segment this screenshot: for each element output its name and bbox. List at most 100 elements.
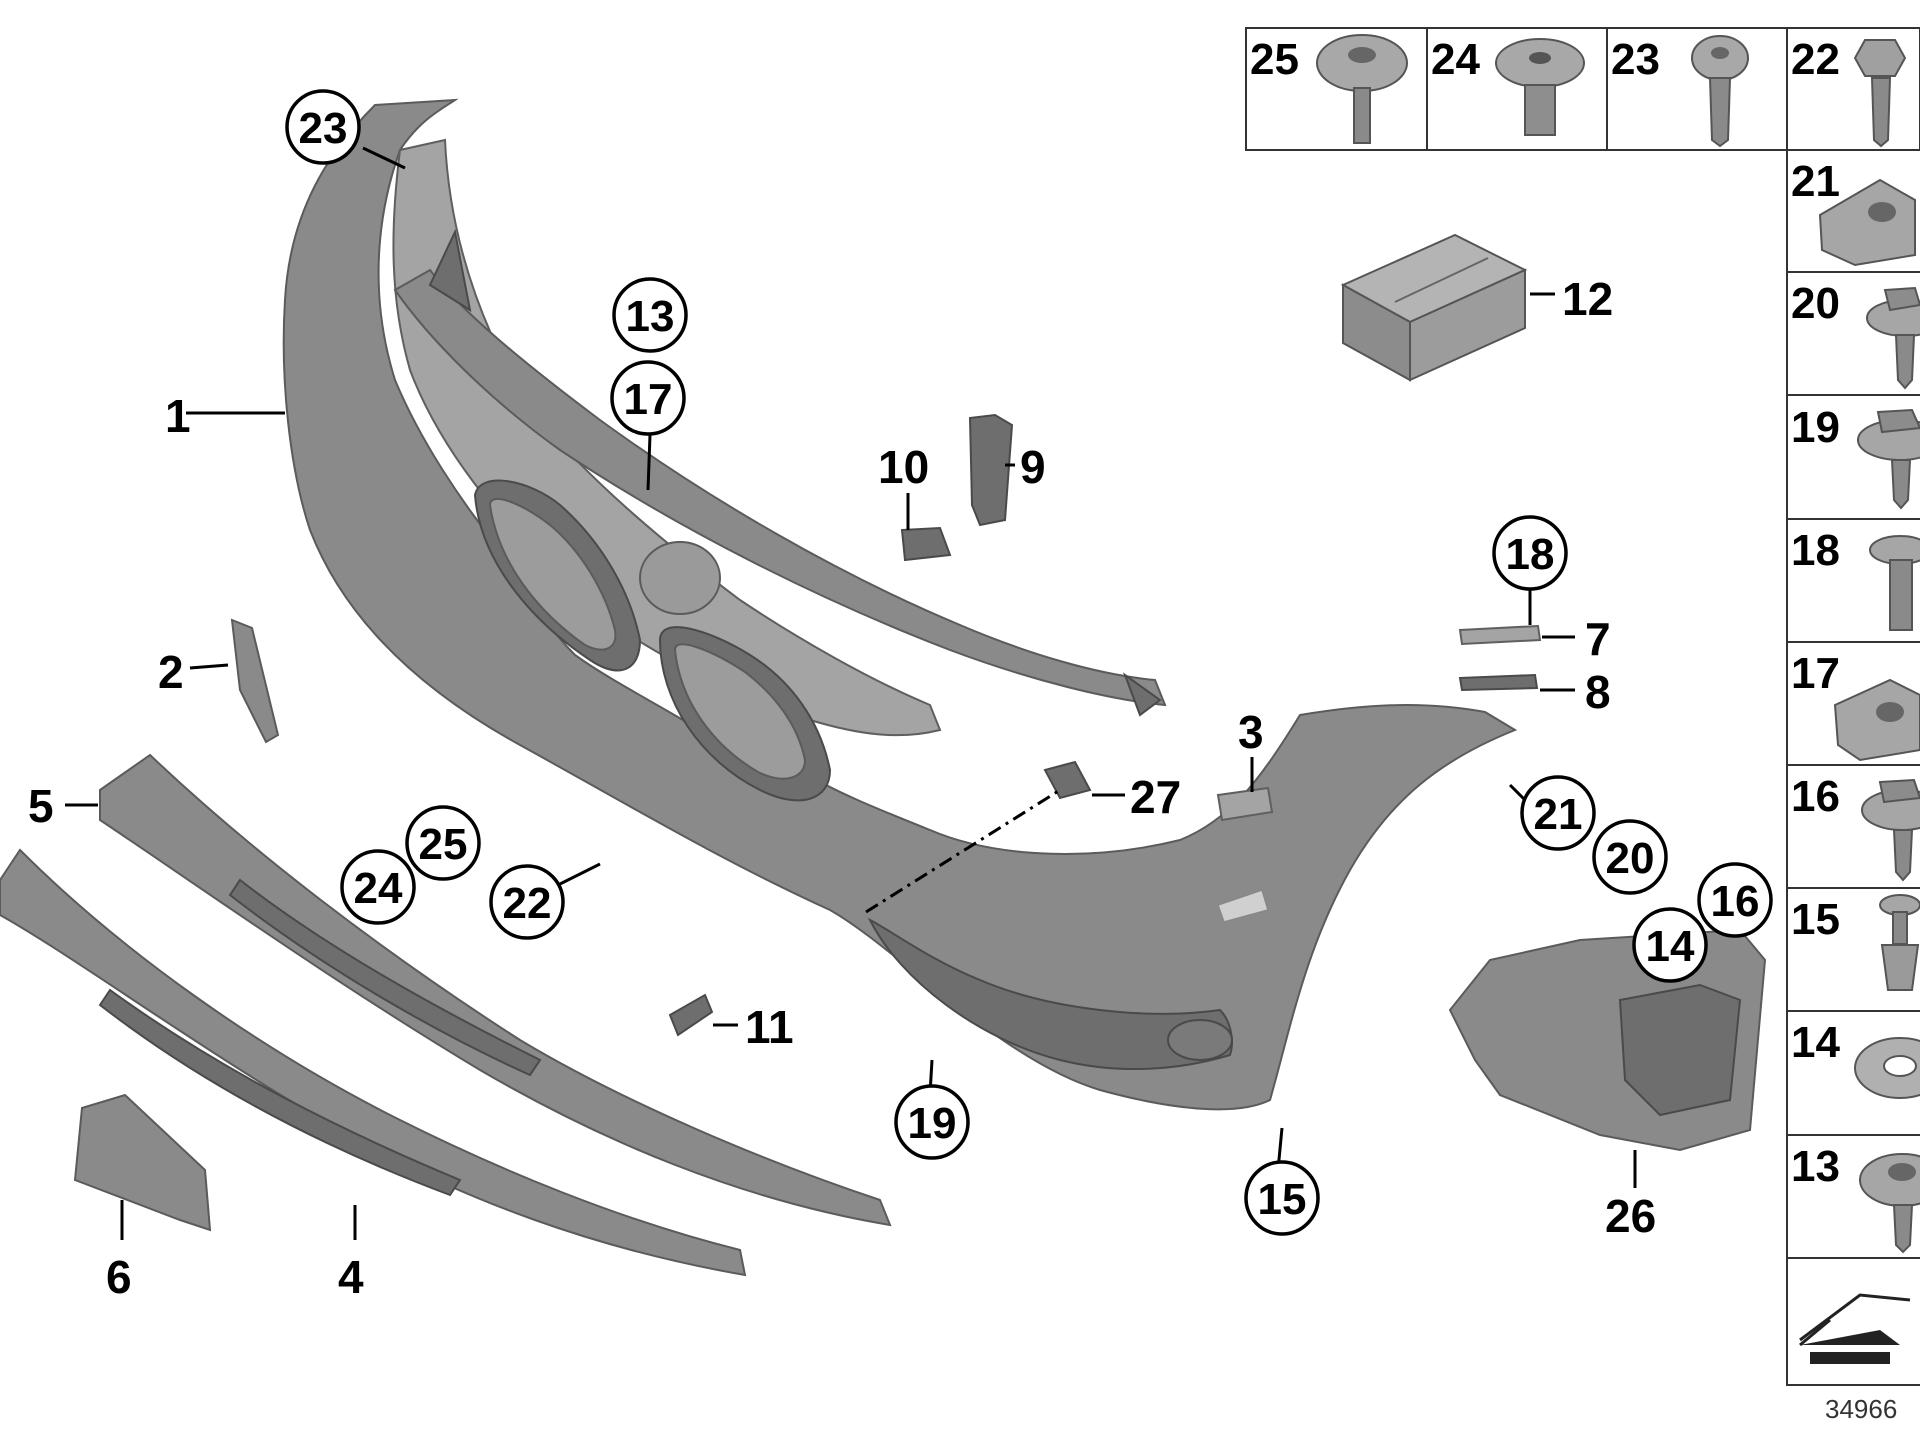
panel-21: 21 [1791,157,1916,267]
bumper-cover-part [282,98,1518,1111]
svg-text:21: 21 [1534,790,1583,839]
svg-text:18: 18 [1791,526,1840,575]
diagram-reference-number: 34966 [1825,1394,1897,1424]
circled-callout-16: 16 [1697,862,1773,938]
callout-8: 8 [1585,666,1611,718]
hex-collar-screw-icon [1861,778,1920,882]
callout-6: 6 [106,1251,132,1303]
svg-text:22: 22 [503,879,552,928]
svg-text:25: 25 [1250,35,1299,84]
lower-carrier-part-4 [0,848,747,1277]
expanding-rivet-icon [1869,535,1920,631]
svg-text:20: 20 [1606,834,1655,883]
circled-callout-18: 18 [1492,515,1568,591]
svg-text:15: 15 [1258,1175,1307,1224]
svg-text:14: 14 [1791,1018,1840,1067]
torx-bolt-icon [1316,34,1408,144]
bracket-part-11 [668,993,714,1037]
panel-22: 22 [1791,35,1907,148]
callout-10: 10 [878,441,929,493]
panel-15: 15 [1791,894,1920,991]
clip-nut-icon [1818,178,1916,267]
svg-text:20: 20 [1791,279,1840,328]
svg-text:17: 17 [624,375,673,424]
callout-4: 4 [338,1251,364,1303]
bracket-part-8 [1458,673,1539,692]
bracket-part-27 [1043,760,1092,800]
panel-19: 19 [1791,403,1920,510]
callout-27: 27 [1130,771,1181,823]
hex-screw-icon [1853,39,1907,148]
panel-18: 18 [1791,526,1920,631]
lower-carrier-part-5 [99,753,892,1227]
svg-text:25: 25 [419,820,468,869]
svg-text:19: 19 [908,1099,957,1148]
circled-callout-25: 25 [405,805,481,881]
svg-text:23: 23 [299,104,348,153]
circled-callout-24: 24 [340,849,416,925]
foam-block-part-12 [1340,233,1528,382]
circled-callout-19: 19 [894,1084,970,1160]
callout-9: 9 [1020,441,1046,493]
svg-text:21: 21 [1791,157,1840,206]
circled-callout-17: 17 [610,360,686,436]
clip-nut-icon [1833,678,1920,762]
bracket-part-2 [230,618,280,744]
panel-24: 24 [1431,35,1585,136]
svg-text:23: 23 [1611,35,1660,84]
panel-20: 20 [1791,279,1920,390]
callout-1: 1 [165,390,191,442]
callout-26: 26 [1605,1190,1656,1242]
callout-7: 7 [1585,613,1611,665]
svg-text:19: 19 [1791,403,1840,452]
panel-25: 25 [1250,34,1408,144]
arrow-corner-icon [1799,1293,1911,1364]
fastener-panel-top: 25 24 23 22 [1245,27,1920,151]
air-duct-part-26 [1448,928,1767,1152]
bracket-part-6 [73,1093,212,1232]
circled-callout-22: 22 [489,864,565,940]
circled-callout-20: 20 [1592,819,1668,895]
callout-12: 12 [1562,273,1613,325]
svg-text:16: 16 [1711,877,1760,926]
circled-callout-21: 21 [1520,775,1596,851]
panel-17: 17 [1791,649,1920,762]
svg-text:24: 24 [1431,35,1480,84]
star-washer-icon [1854,1037,1920,1099]
push-rivet-icon [1879,894,1920,991]
bracket-part-9 [968,413,1014,527]
flange-bolt-icon [1495,38,1585,136]
fastener-panel-side: 21 20 19 18 [1786,149,1920,1386]
callout-5: 5 [28,780,54,832]
svg-text:17: 17 [1791,649,1840,698]
circled-callouts: 23 13 17 18 25 24 22 21 20 16 14 19 15 [285,89,1773,1236]
panel-23: 23 [1611,35,1749,148]
svg-text:13: 13 [1791,1142,1840,1191]
svg-text:13: 13 [626,292,675,341]
svg-text:14: 14 [1646,922,1695,971]
svg-text:24: 24 [354,864,403,913]
svg-text:15: 15 [1791,895,1840,944]
callout-labels: 1 2 3 4 5 6 7 8 9 10 11 12 26 27 [28,273,1656,1303]
callout-2: 2 [158,646,184,698]
callout-3: 3 [1238,706,1264,758]
panel-16: 16 [1791,772,1920,882]
circled-callout-13: 13 [612,277,688,353]
svg-text:16: 16 [1791,772,1840,821]
upper-carrier-part [393,228,1167,717]
hex-collar-screw-icon [1857,408,1920,510]
panel-13: 13 [1791,1142,1920,1254]
circled-callout-14: 14 [1632,907,1708,983]
callout-11: 11 [745,1001,794,1053]
svg-text:18: 18 [1506,530,1555,579]
torx-screw-icon [1691,35,1749,148]
circled-callout-15: 15 [1244,1160,1320,1236]
bracket-part-7 [1458,624,1542,646]
badge-mount [639,541,721,615]
hex-collar-screw-icon [1866,286,1920,390]
bracket-part-10 [900,526,952,562]
torx-collar-screw-icon [1859,1153,1920,1254]
circled-callout-23: 23 [285,89,361,165]
